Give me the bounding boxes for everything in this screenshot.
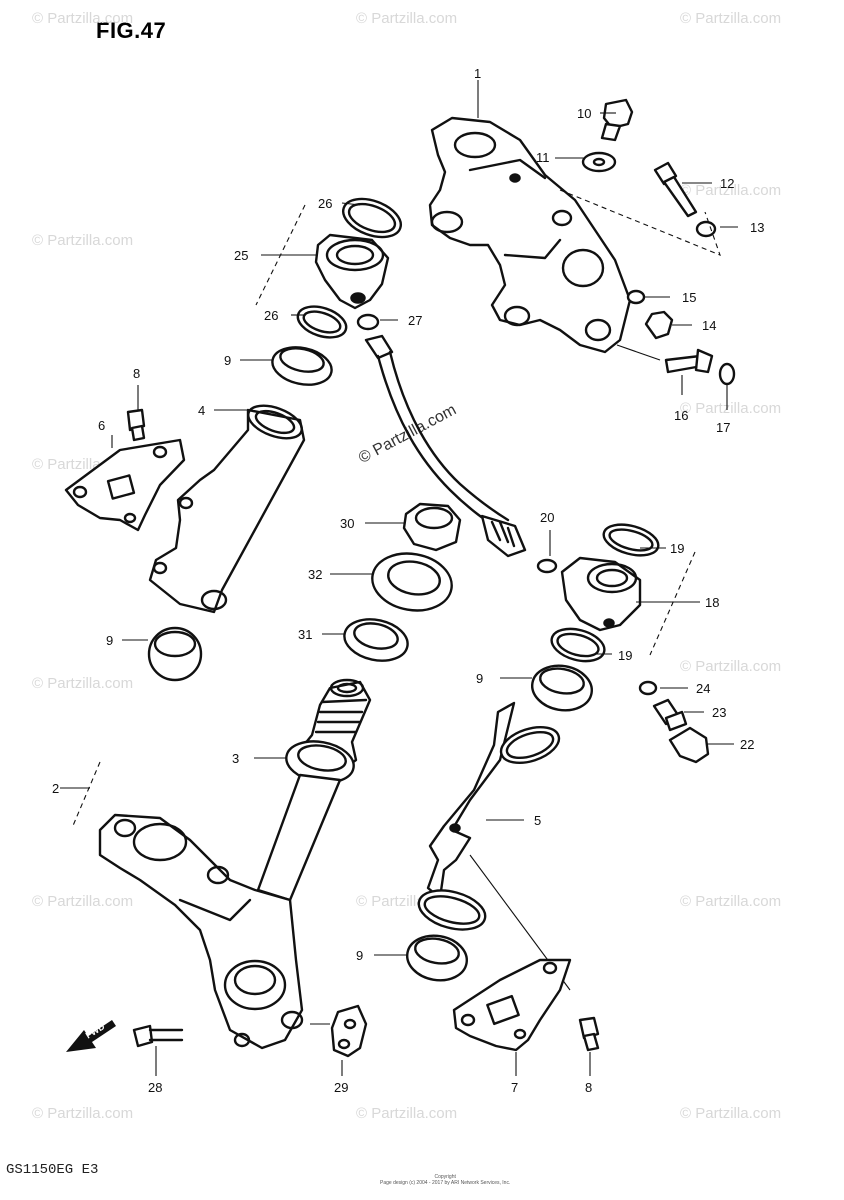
part-15-washer	[626, 289, 646, 305]
callout-9-bottom: 9	[356, 948, 363, 963]
callout-25: 25	[234, 248, 248, 263]
part-16-bolt	[664, 348, 714, 374]
callout-5: 5	[534, 813, 541, 828]
part-23-bleeder	[652, 698, 688, 732]
model-code: GS1150EG E3	[6, 1162, 99, 1178]
callout-18: 18	[705, 595, 719, 610]
brake-hose	[364, 334, 527, 558]
copyright-notice: Copyright Page design (c) 2004 - 2017 by…	[380, 1174, 510, 1186]
part-19-seal-ring-top	[602, 523, 660, 557]
part-9-seal-upper	[271, 346, 333, 386]
callout-22: 22	[740, 737, 754, 752]
part-30-nut	[402, 502, 462, 552]
part-24-ring	[638, 680, 658, 696]
part-5-bracket	[417, 701, 561, 931]
part-32-washer	[371, 552, 453, 612]
copyright-line-2: Page design (c) 2004 - 2017 by ARI Netwo…	[380, 1180, 511, 1186]
watermark: © Partzilla.com	[680, 182, 782, 199]
callout-31: 31	[298, 627, 312, 642]
callout-23: 23	[712, 705, 726, 720]
part-28-plug	[132, 1024, 184, 1048]
part-8-bolt-top	[126, 408, 146, 442]
part-26-seal-ring-bottom	[296, 305, 348, 339]
part-29-clamp	[330, 1004, 368, 1058]
part-11-washer	[581, 151, 617, 173]
callout-24: 24	[696, 681, 710, 696]
callout-11: 11	[536, 150, 550, 165]
watermark: © Partzilla.com	[356, 10, 458, 27]
part-2-lower-bracket	[98, 813, 304, 1050]
watermark: © Partzilla.com	[356, 1105, 458, 1122]
callout-28: 28	[148, 1080, 162, 1095]
callout-1: 1	[474, 66, 481, 81]
callout-2: 2	[52, 781, 59, 796]
callout-29: 29	[334, 1080, 348, 1095]
callout-30: 30	[340, 516, 354, 531]
part-7-plate	[452, 958, 572, 1052]
part-9-seal-bottom	[406, 934, 468, 982]
part-25-joint	[314, 233, 390, 310]
callout-9-upper: 9	[224, 353, 231, 368]
callout-10: 10	[577, 106, 591, 121]
callout-16: 16	[674, 408, 688, 423]
watermark: © Partzilla.com	[32, 10, 134, 27]
callout-32: 32	[308, 567, 322, 582]
callout-7: 7	[511, 1080, 518, 1095]
watermark: © Partzilla.com	[32, 675, 134, 692]
callout-4: 4	[198, 403, 205, 418]
watermark: © Partzilla.com	[680, 893, 782, 910]
watermark: © Partzilla.com	[32, 1105, 134, 1122]
callout-3: 3	[232, 751, 239, 766]
watermark: © Partzilla.com	[680, 1105, 782, 1122]
callout-26-bottom: 26	[264, 308, 278, 323]
watermark: © Partzilla.com	[680, 658, 782, 675]
callout-13: 13	[750, 220, 764, 235]
callout-19-bottom: 19	[618, 648, 632, 663]
callout-9-left: 9	[106, 633, 113, 648]
part-9-seal-left	[147, 626, 203, 682]
part-19-seal-ring-bottom	[550, 627, 606, 663]
part-6-plate	[64, 438, 186, 532]
part-20-oring	[536, 558, 558, 574]
callout-6: 6	[98, 418, 105, 433]
watermark: © Partzilla.com	[680, 400, 782, 417]
callout-17: 17	[716, 420, 730, 435]
part-14-nut	[644, 310, 674, 340]
part-3-steering-stem	[256, 678, 372, 902]
part-8-bolt-bottom	[578, 1016, 600, 1052]
callout-27: 27	[408, 313, 422, 328]
watermark: © Partzilla.com	[32, 893, 134, 910]
leader-lines	[60, 112, 738, 1076]
part-10-bolt	[600, 98, 634, 142]
part-12-bolt	[653, 161, 698, 218]
part-17-washer	[718, 362, 736, 386]
part-26-seal-ring-top	[342, 197, 402, 239]
callout-8-top: 8	[133, 366, 140, 381]
callout-12: 12	[720, 176, 734, 191]
forward-arrow-icon: FWD	[66, 1020, 116, 1052]
part-9-seal-right	[531, 664, 593, 712]
part-31-bearing	[343, 618, 409, 662]
watermark: © Partzilla.com	[32, 232, 134, 249]
copyright-line-1: Copyright	[434, 1174, 456, 1180]
callout-14: 14	[702, 318, 716, 333]
callout-9-right: 9	[476, 671, 483, 686]
watermark: © Partzilla.com	[680, 10, 782, 27]
callout-20: 20	[540, 510, 554, 525]
part-1-upper-bracket	[428, 80, 632, 354]
callout-19-top: 19	[670, 541, 684, 556]
figure-title: FIG.47	[96, 18, 167, 43]
part-4-tube	[148, 404, 306, 614]
part-13-washer	[695, 220, 717, 238]
part-22-cap	[668, 726, 710, 764]
part-27-oring	[356, 313, 380, 331]
part-18-joint	[560, 556, 642, 632]
callout-15: 15	[682, 290, 696, 305]
callout-26-top: 26	[318, 196, 332, 211]
callout-8-bottom: 8	[585, 1080, 592, 1095]
